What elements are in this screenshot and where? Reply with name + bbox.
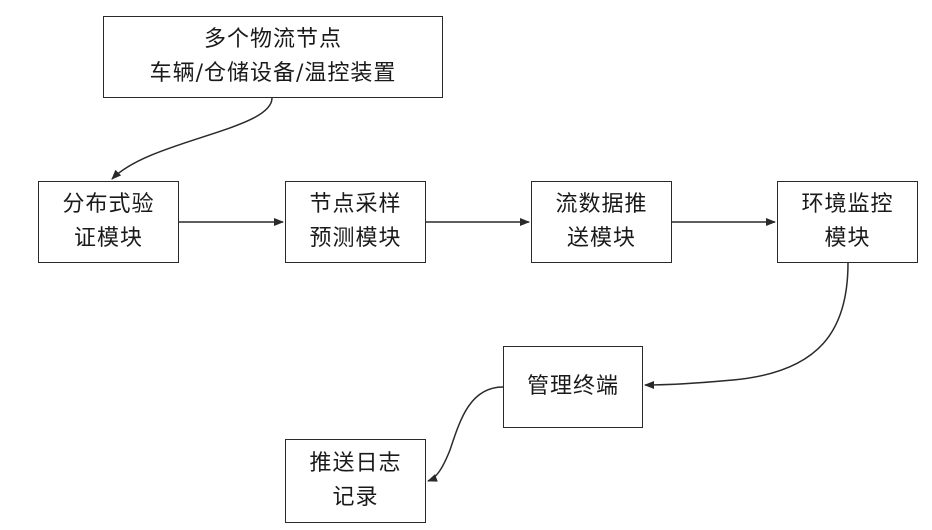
logistics-nodes-box: 多个物流节点 车辆/仓储设备/温控装置 (103, 16, 443, 98)
logistics-nodes-title: 多个物流节点 (204, 23, 342, 57)
environment-monitoring-label-line1: 环境监控 (801, 188, 893, 222)
environment-monitoring-module-box: 环境监控 模块 (777, 181, 918, 263)
stream-data-push-label-line2: 送模块 (567, 222, 636, 256)
distributed-verification-label-line1: 分布式验 (62, 188, 154, 222)
stream-data-push-label-line1: 流数据推 (555, 188, 647, 222)
push-log-label-line2: 记录 (332, 481, 378, 515)
management-terminal-label: 管理终端 (527, 370, 619, 404)
edge-envmon-to-terminal (645, 263, 848, 385)
edge-logistics-to-verify (112, 98, 272, 179)
edge-terminal-to-pushlog (428, 387, 503, 481)
node-sampling-prediction-module-box: 节点采样 预测模块 (285, 181, 426, 263)
node-sampling-label-line1: 节点采样 (309, 188, 401, 222)
management-terminal-box: 管理终端 (503, 346, 643, 428)
distributed-verification-module-box: 分布式验 证模块 (38, 181, 179, 263)
distributed-verification-label-line2: 证模块 (74, 222, 143, 256)
environment-monitoring-label-line2: 模块 (824, 222, 870, 256)
push-log-record-box: 推送日志 记录 (285, 439, 426, 523)
logistics-nodes-subtitle: 车辆/仓储设备/温控装置 (150, 57, 397, 91)
push-log-label-line1: 推送日志 (309, 447, 401, 481)
node-sampling-label-line2: 预测模块 (309, 222, 401, 256)
stream-data-push-module-box: 流数据推 送模块 (531, 181, 672, 263)
